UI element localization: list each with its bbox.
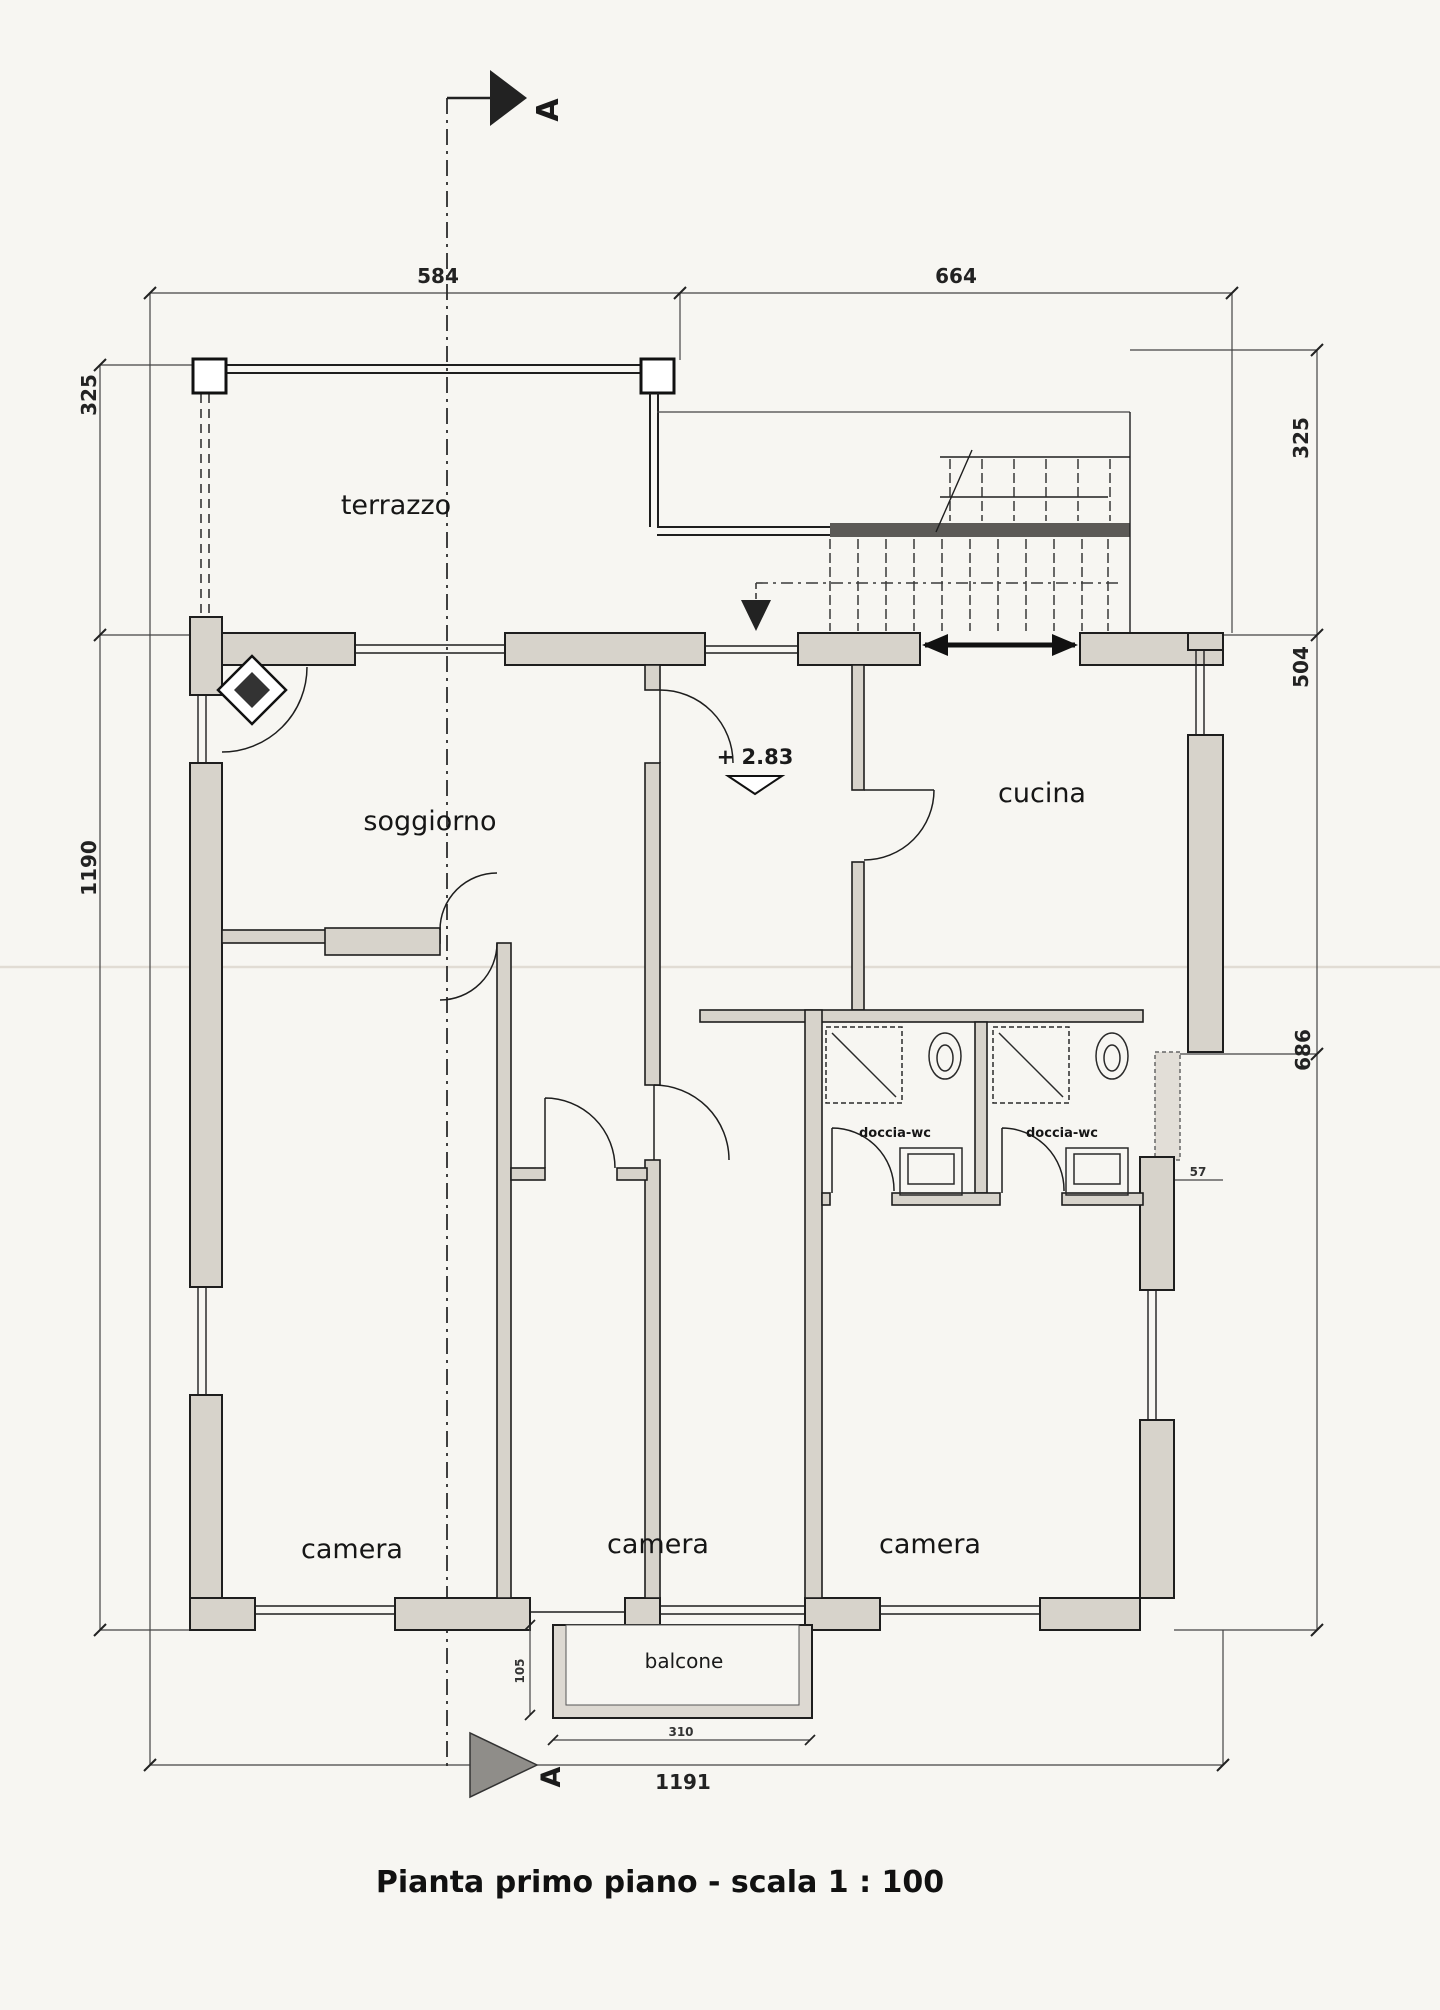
plan-title: Pianta primo piano - scala 1 : 100 bbox=[376, 1865, 944, 1900]
terrazzo-area bbox=[191, 357, 676, 617]
interior-walls bbox=[221, 664, 1144, 1599]
toilet-1 bbox=[928, 1032, 962, 1080]
label-camera-2: camera bbox=[607, 1529, 709, 1560]
bathroom-fixtures bbox=[825, 1026, 1129, 1196]
label-balcone: balcone bbox=[645, 1649, 724, 1673]
section-arrow-bottom bbox=[469, 1731, 539, 1799]
label-doccia-wc-1: doccia-wc bbox=[859, 1126, 931, 1141]
shower-2 bbox=[992, 1026, 1070, 1104]
sink-2 bbox=[1065, 1147, 1129, 1196]
level-marker bbox=[724, 775, 786, 796]
balcony bbox=[524, 1619, 816, 1746]
dim-balcony-width: 310 bbox=[668, 1725, 693, 1739]
dim-top-right: 664 bbox=[935, 264, 977, 288]
recessed-parapet bbox=[1154, 1051, 1181, 1161]
dim-balcony-depth: 105 bbox=[513, 1658, 527, 1683]
label-camera-3: camera bbox=[879, 1529, 981, 1560]
dim-left-lower: 1190 bbox=[77, 840, 101, 896]
entrance-door bbox=[922, 634, 1078, 656]
dim-top-left: 584 bbox=[417, 264, 459, 288]
label-camera-1: camera bbox=[301, 1534, 403, 1565]
dim-left-upper: 325 bbox=[77, 374, 101, 416]
label-soggiorno: soggiorno bbox=[363, 806, 496, 837]
dimension-lines bbox=[93, 286, 1324, 1772]
section-label-top: A bbox=[531, 98, 566, 122]
sink-1 bbox=[899, 1147, 963, 1196]
label-cucina: cucina bbox=[998, 778, 1086, 809]
level-value: + 2.83 bbox=[717, 745, 794, 769]
exterior-walls bbox=[189, 616, 1224, 1631]
dim-bottom-total: 1191 bbox=[655, 1770, 711, 1794]
label-terrazzo: terrazzo bbox=[341, 490, 451, 521]
shower-1 bbox=[825, 1026, 903, 1104]
dim-right-lower: 686 bbox=[1291, 1029, 1315, 1071]
windows bbox=[197, 644, 1205, 1615]
toilet-2 bbox=[1095, 1032, 1129, 1080]
section-label-bottom: A bbox=[536, 1766, 567, 1787]
staircase bbox=[657, 411, 1131, 633]
section-line bbox=[446, 70, 539, 1799]
stair-edge-band bbox=[830, 523, 1130, 537]
door-swings bbox=[439, 689, 1065, 1193]
dim-right-upper: 325 bbox=[1289, 417, 1313, 459]
terrazzo-pillar-right bbox=[639, 357, 676, 395]
terrazzo-pillar-left bbox=[191, 357, 228, 395]
dim-right-middle: 504 bbox=[1289, 646, 1313, 688]
fireplace bbox=[216, 654, 308, 753]
section-arrow-top bbox=[490, 70, 527, 126]
dim-wall-step: 57 bbox=[1190, 1165, 1207, 1179]
label-doccia-wc-2: doccia-wc bbox=[1026, 1126, 1098, 1141]
stair-direction-arrow bbox=[741, 600, 771, 631]
